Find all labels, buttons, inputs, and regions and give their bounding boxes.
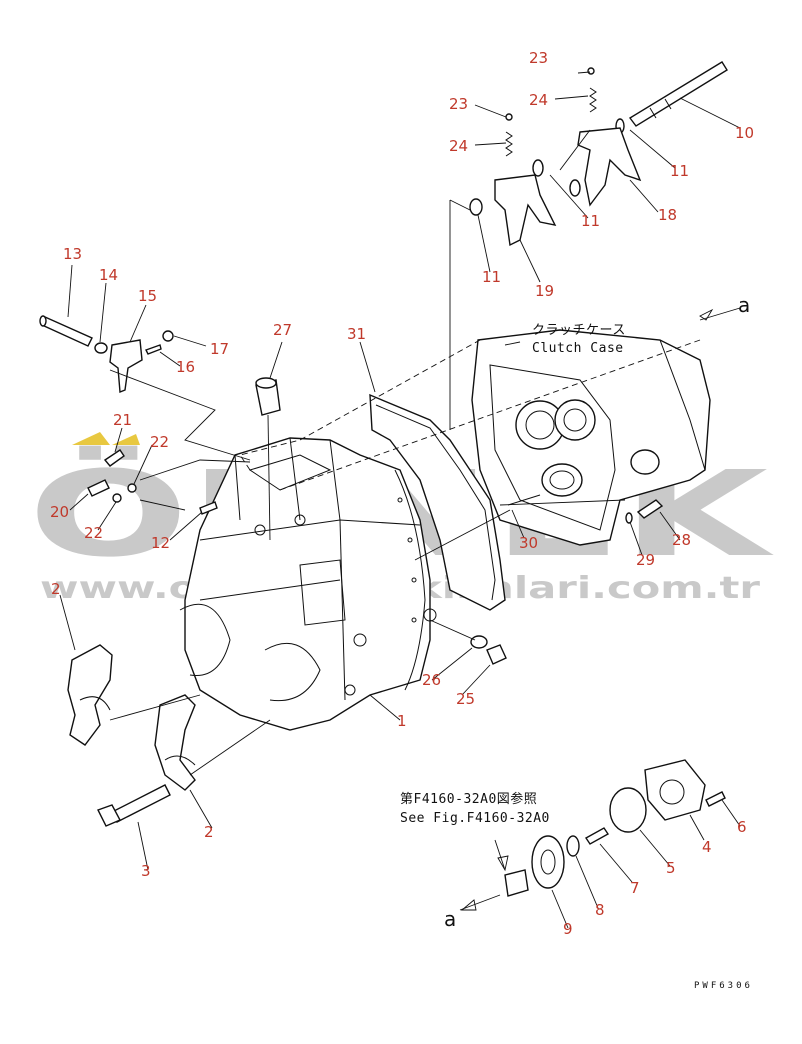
- drawing-code: PWF6306: [694, 981, 753, 991]
- callout-12: 12: [151, 534, 170, 552]
- bearing-caps: [67, 644, 196, 827]
- callout-11: 11: [670, 162, 689, 180]
- detent-spring: [589, 87, 597, 113]
- washer-26: [470, 635, 488, 649]
- small-fasteners: [87, 377, 281, 515]
- cover-group: [504, 759, 726, 897]
- washer-22: [127, 483, 137, 493]
- plug-20: [87, 479, 110, 497]
- callout-14: 14: [99, 266, 118, 284]
- gear-9: [531, 835, 565, 889]
- callout-3: 3: [141, 862, 151, 880]
- callout-2: 2: [51, 580, 61, 598]
- callouts: 1 2 2 3 4 5 6 7 8 9 10 11 11 11 12 13 14…: [50, 49, 754, 938]
- see-figure-note-jp: 第F4160-32A0図参照: [400, 791, 537, 807]
- ref-a-leader-top: [699, 307, 741, 321]
- callout-20: 20: [50, 503, 69, 521]
- callout-30: 30: [519, 534, 538, 552]
- snap-ring: [569, 179, 581, 197]
- gasket: [369, 393, 506, 611]
- callout-11: 11: [581, 212, 600, 230]
- detent-spring: [505, 131, 513, 157]
- see-figure-note-en: See Fig.F4160-32A0: [400, 811, 550, 826]
- pin-13: [41, 316, 93, 347]
- assembly-lines: [109, 129, 741, 911]
- shift-fork-18: [577, 127, 642, 207]
- reference-letter-a: a: [738, 293, 750, 317]
- detent-ball: [587, 67, 595, 75]
- nut-17: [162, 330, 174, 342]
- callout-17: 17: [210, 340, 229, 358]
- callout-27: 27: [273, 321, 292, 339]
- ref-a-leader-bottom: [459, 894, 501, 911]
- shift-shaft: [628, 61, 728, 127]
- bearing-cap-2-lower: [154, 694, 196, 791]
- clutch-case: [471, 329, 711, 546]
- callout-24: 24: [529, 91, 548, 109]
- side-fasteners: [470, 494, 664, 665]
- plug-21: [103, 449, 125, 467]
- callout-31: 31: [347, 325, 366, 343]
- callout-13: 13: [63, 245, 82, 263]
- plug-25: [486, 644, 507, 665]
- callout-26: 26: [422, 671, 441, 689]
- lever-group: [39, 315, 174, 394]
- callout-1: 1: [397, 712, 407, 730]
- snap-ring: [469, 198, 483, 216]
- lever-15: [109, 339, 143, 394]
- callout-16: 16: [176, 358, 195, 376]
- clutch-case-label-jp: クラッチケース: [532, 323, 626, 338]
- shift-shaft-assembly: [469, 61, 728, 247]
- callout-8: 8: [595, 901, 605, 919]
- snap-ring: [532, 159, 544, 177]
- transmission-case: [179, 437, 437, 731]
- shift-fork-19: [494, 174, 557, 247]
- o-ring-5: [609, 787, 647, 833]
- callout-7: 7: [630, 879, 640, 897]
- clutch-case-label-en: Clutch Case: [532, 341, 624, 356]
- leader-lines: [59, 71, 741, 929]
- callout-28: 28: [672, 531, 691, 549]
- callout-11: 11: [482, 268, 501, 286]
- bolt-7: [584, 827, 610, 845]
- bolt-3: [111, 784, 171, 823]
- callout-9: 9: [563, 920, 573, 938]
- callout-21: 21: [113, 411, 132, 429]
- callout-22: 22: [84, 524, 103, 542]
- callout-10: 10: [735, 124, 754, 142]
- watermark-logo-mark: [72, 432, 110, 445]
- callout-5: 5: [666, 859, 676, 877]
- sleeve: [504, 869, 529, 897]
- callout-15: 15: [138, 287, 157, 305]
- callout-2: 2: [204, 823, 214, 841]
- callout-29: 29: [636, 551, 655, 569]
- bolt-6: [705, 791, 726, 807]
- washer-8: [566, 835, 580, 857]
- bearing-cap-2-upper: [67, 644, 113, 746]
- callout-19: 19: [535, 282, 554, 300]
- callout-4: 4: [702, 838, 712, 856]
- cover-4: [644, 759, 706, 821]
- washer-29: [625, 512, 633, 524]
- detent-ball: [505, 113, 513, 121]
- dowel-30: [507, 494, 541, 506]
- washer-22: [112, 493, 122, 503]
- bolt-28: [636, 499, 664, 519]
- callout-25: 25: [456, 690, 475, 708]
- callout-23: 23: [449, 95, 468, 113]
- callout-23: 23: [529, 49, 548, 67]
- callout-6: 6: [737, 818, 747, 836]
- callout-24: 24: [449, 137, 468, 155]
- callout-18: 18: [658, 206, 677, 224]
- pin-16: [145, 344, 162, 355]
- reference-letter-a: a: [444, 907, 456, 931]
- nut-14: [94, 342, 108, 354]
- callout-22: 22: [150, 433, 169, 451]
